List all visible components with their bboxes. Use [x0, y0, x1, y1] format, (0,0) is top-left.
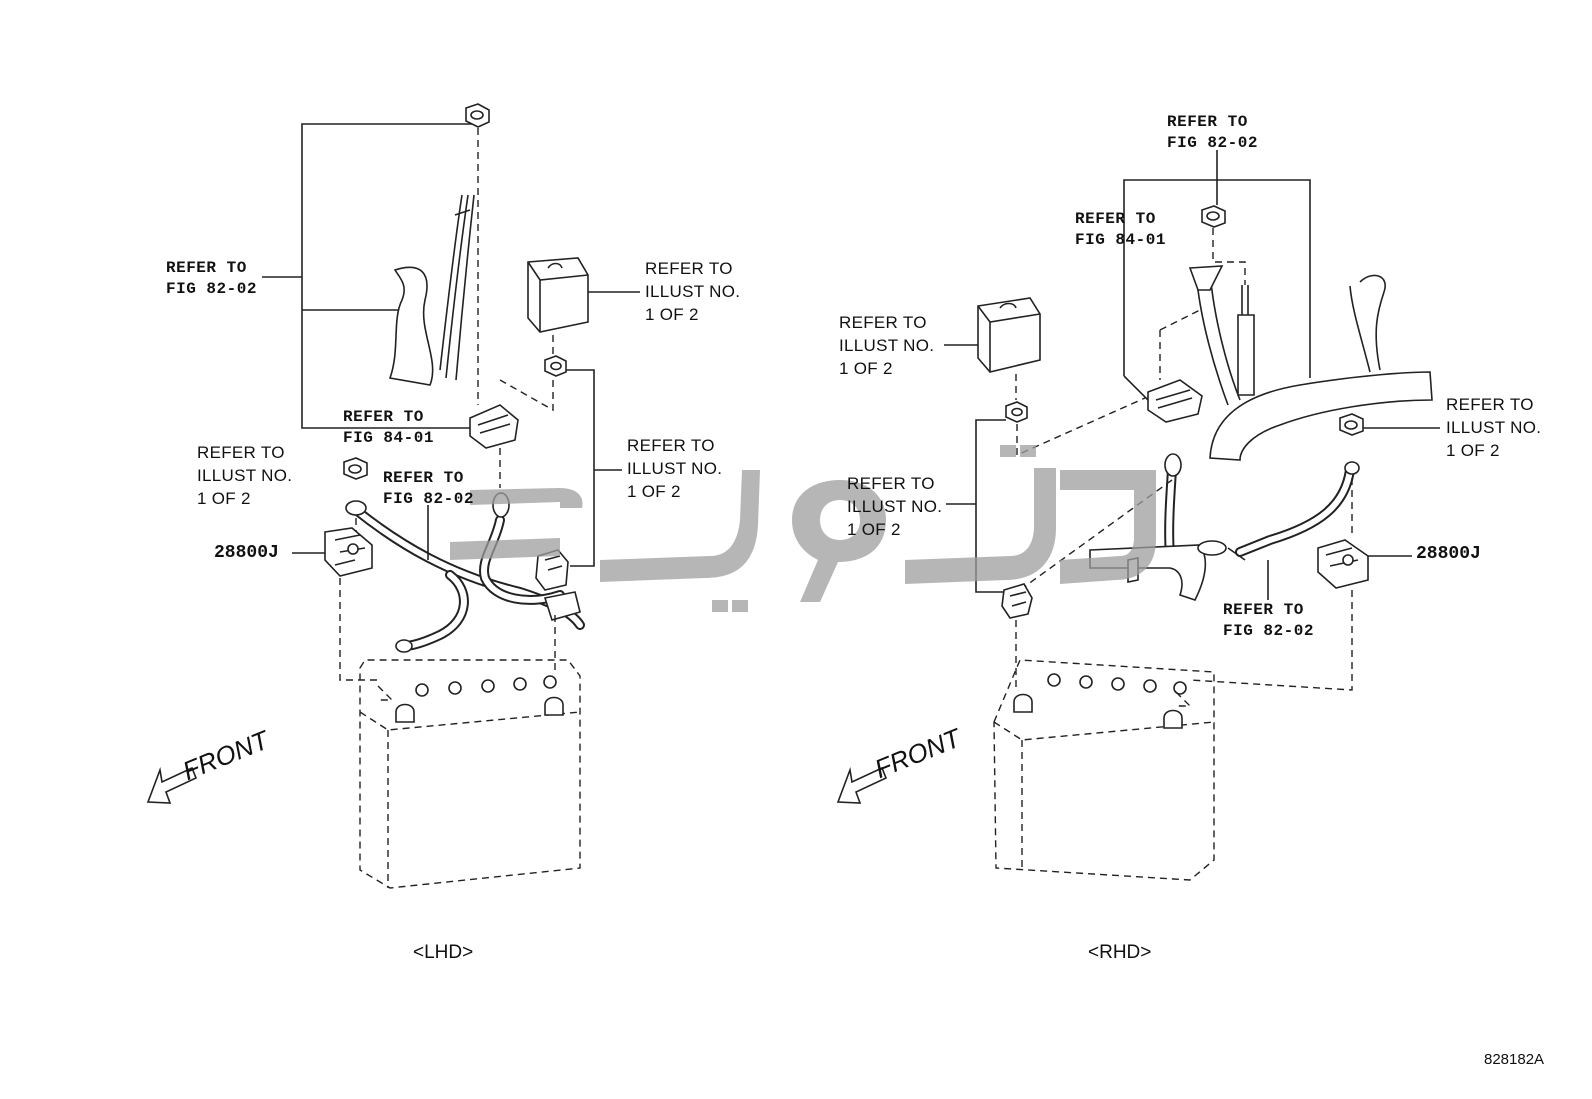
lhd-illustration — [146, 103, 640, 889]
rhd-fusible-link-block — [1147, 379, 1203, 423]
rhd-terminal-cover — [977, 297, 1041, 373]
lhd-left-nut — [343, 457, 368, 480]
rhd-label-refer-fig-82-02-cable: REFER TO FIG 82-02 — [1223, 601, 1314, 640]
rhd-illustration — [836, 150, 1440, 881]
lhd-label-refer-fig-82-02-cable: REFER TO FIG 82-02 — [383, 469, 474, 508]
lhd-caption: <LHD> — [413, 942, 474, 963]
watermark-logo — [450, 445, 1156, 612]
rhd-terminal-28800j — [1317, 539, 1369, 589]
lhd-cover-nut — [544, 355, 567, 377]
lhd-wire-harness — [388, 194, 475, 386]
rhd-right-nut — [1339, 413, 1364, 436]
rhd-label-refer-illust-nut: REFER TO ILLUST NO. 1 OF 2 — [1446, 395, 1542, 460]
lhd-front-arrow — [146, 766, 198, 804]
lhd-top-nut — [465, 103, 490, 128]
lhd-fusible-link-block — [469, 404, 519, 449]
rhd-label-refer-fig-82-02-top: REFER TO FIG 82-02 — [1167, 113, 1258, 152]
lhd-terminal-28800j — [324, 527, 373, 577]
lhd-label-refer-illust-clamp: REFER TO ILLUST NO. 1 OF 2 — [627, 436, 723, 501]
illustration-id: 828182A — [1484, 1051, 1545, 1068]
lhd-battery — [359, 659, 581, 889]
rhd-label-refer-fig-84-01: REFER TO FIG 84-01 — [1075, 210, 1166, 249]
rhd-cover-nut — [1005, 401, 1028, 423]
lhd-clamp — [535, 549, 569, 591]
lhd-label-refer-illust-nut: REFER TO ILLUST NO. 1 OF 2 — [197, 443, 293, 508]
lhd-label-refer-fig-84-01: REFER TO FIG 84-01 — [343, 408, 434, 447]
lhd-part-number: 28800J — [214, 543, 279, 563]
rhd-part-number: 28800J — [1416, 544, 1481, 564]
lhd-label-refer-fig-82-02-top: REFER TO FIG 82-02 — [166, 259, 257, 298]
rhd-battery — [993, 620, 1215, 881]
rhd-front-arrow — [836, 766, 888, 804]
rhd-wire-harness — [1188, 265, 1433, 461]
rhd-label-refer-illust-cover: REFER TO ILLUST NO. 1 OF 2 — [839, 313, 935, 378]
rhd-caption: <RHD> — [1088, 942, 1152, 963]
lhd-label-refer-illust-cover: REFER TO ILLUST NO. 1 OF 2 — [645, 259, 741, 324]
rhd-clamp — [1001, 583, 1033, 619]
rhd-top-nut — [1201, 205, 1226, 228]
rhd-label-refer-illust-clamp: REFER TO ILLUST NO. 1 OF 2 — [847, 474, 943, 539]
lhd-leader-bracket — [301, 123, 472, 429]
lhd-terminal-cover — [527, 257, 589, 333]
